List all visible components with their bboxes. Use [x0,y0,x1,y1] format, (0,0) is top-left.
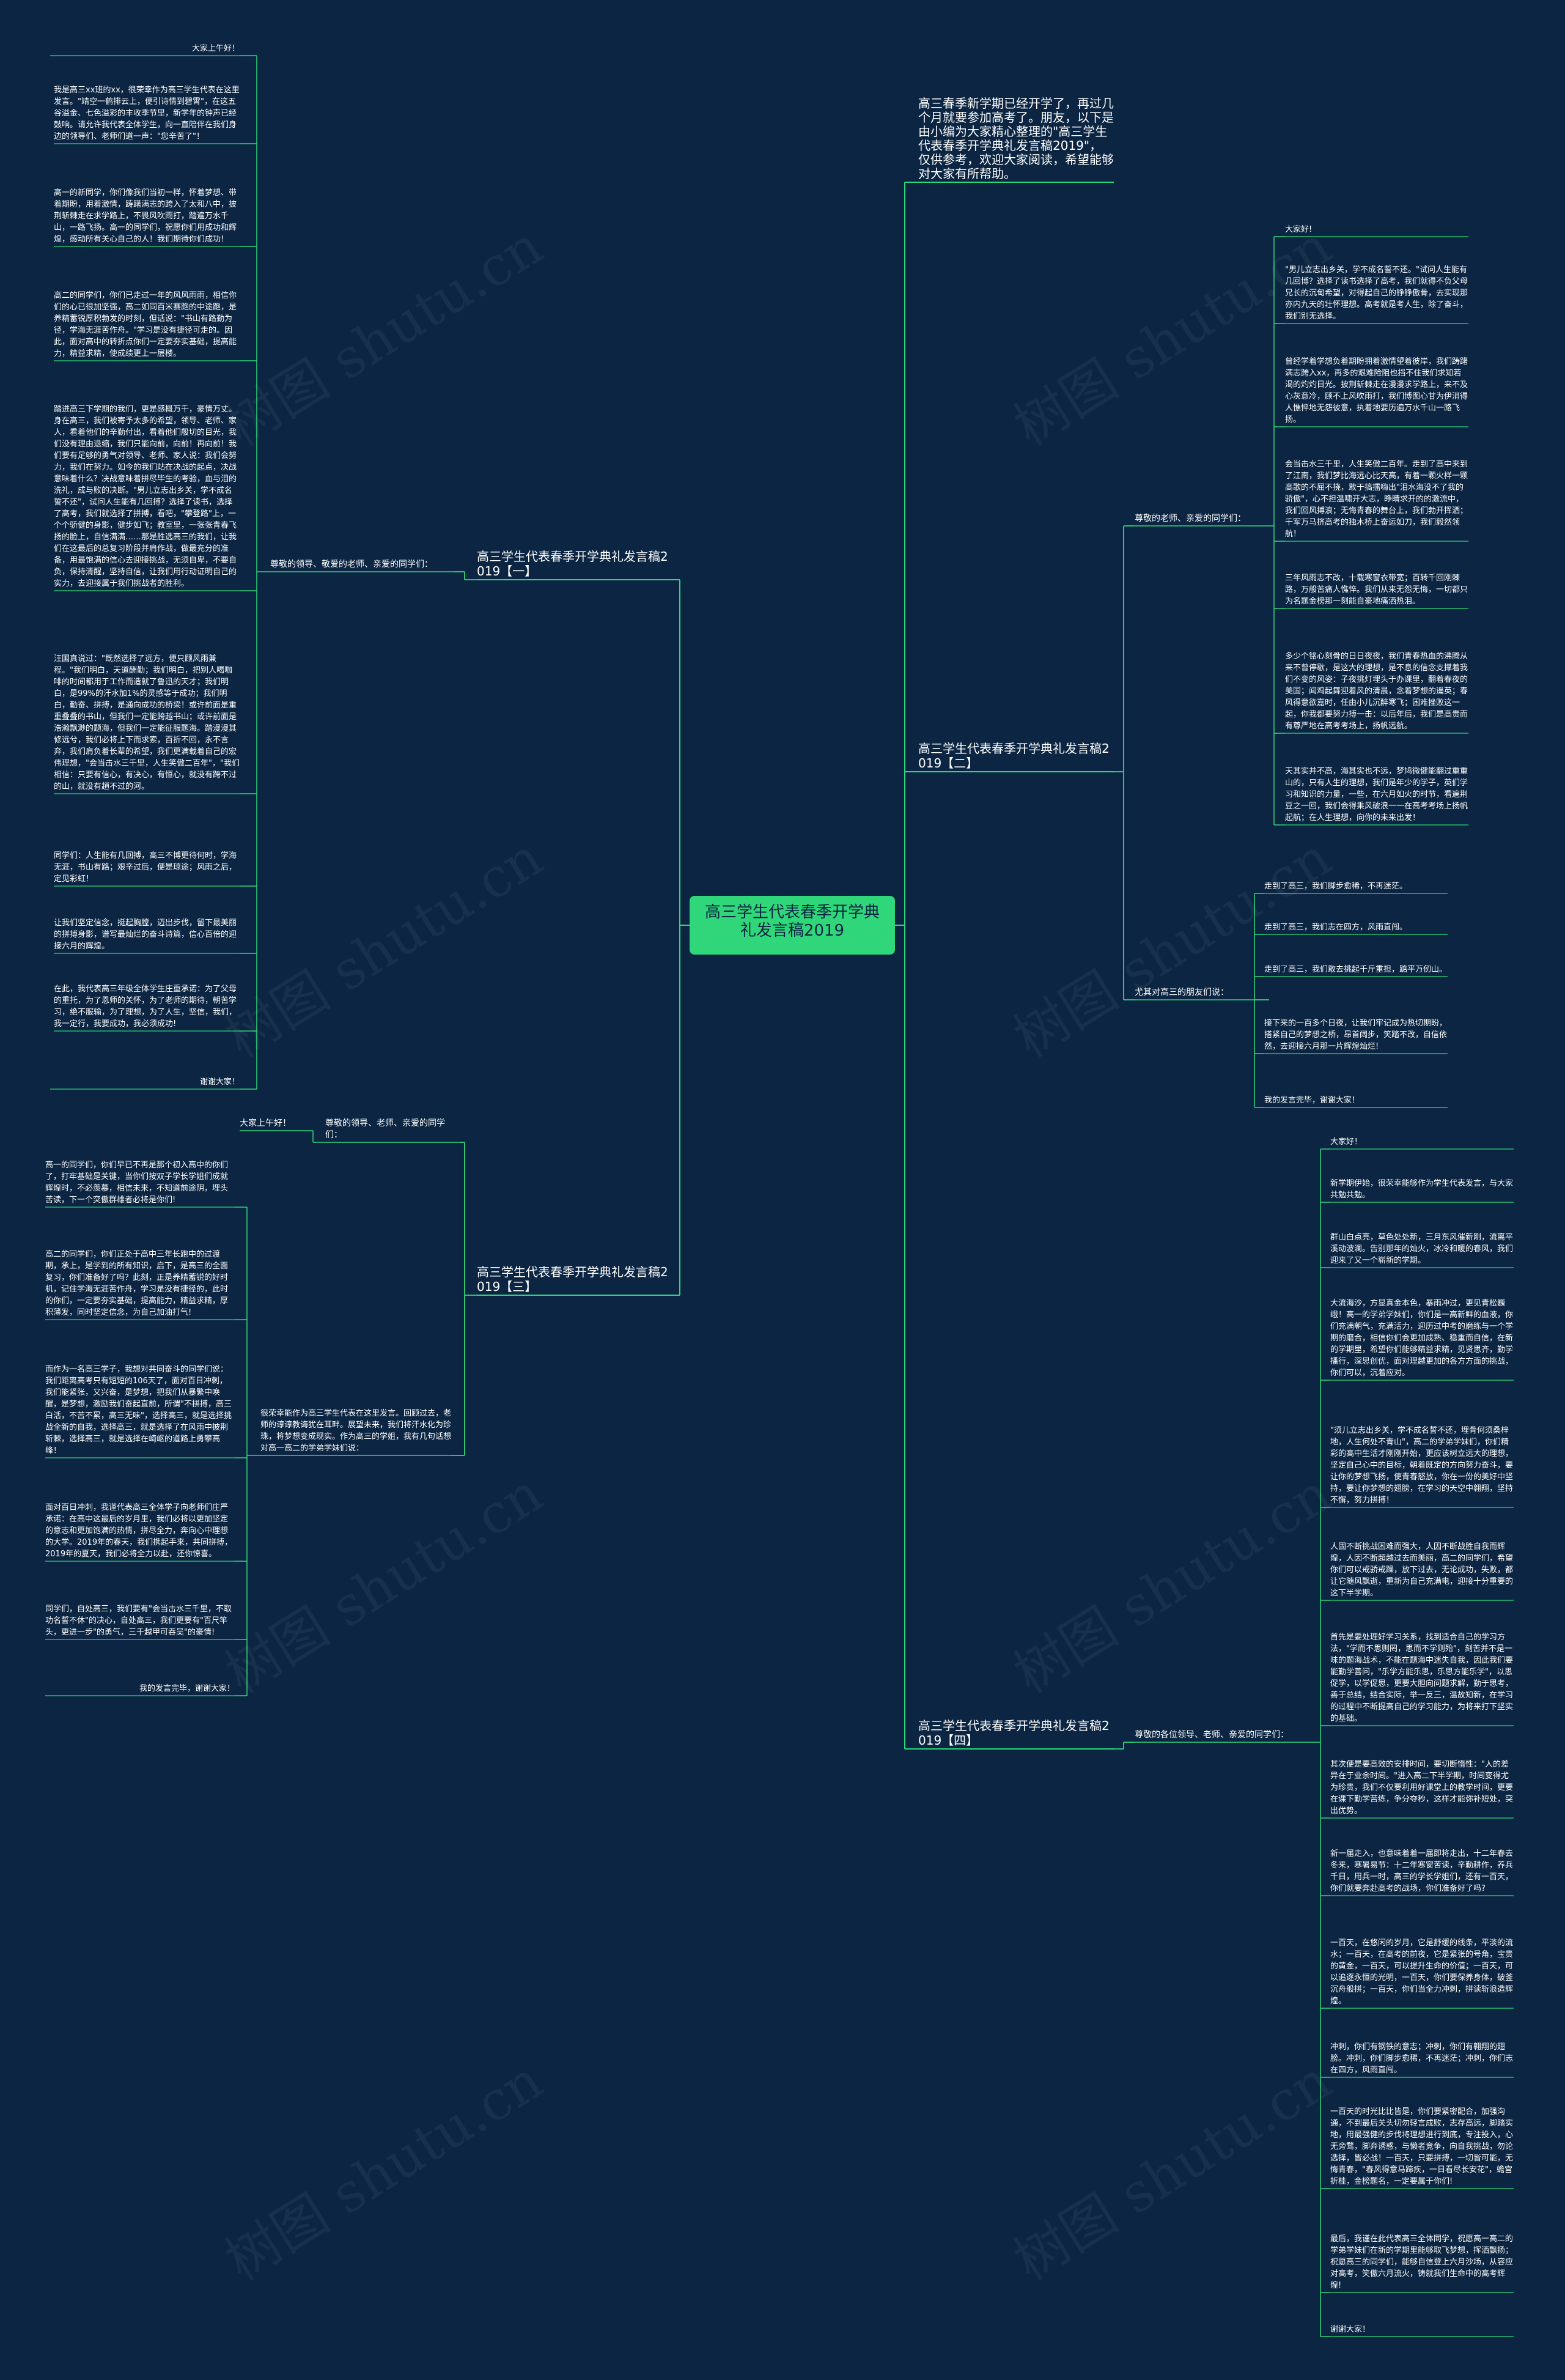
branch-4-paragraph[interactable]: 大流海沙，方显真金本色，暴雨冲过，更见青松巍峨！高一的学弟学妹们，你们是一高新鲜… [1330,1299,1514,1378]
branch-4-paragraph[interactable]: 人固不断挑战困难而强大，人因不断战胜自我而辉煌，人因不断超越过去而美丽，高二的同… [1330,1542,1514,1598]
branch-1-paragraph[interactable]: 汪国真说过："既然选择了远方，便只顾风雨兼程。"我们明白，天道酬勤；我们明白，把… [54,654,240,791]
branch-2-paragraph[interactable]: 曾经学着学想负着期盼拥着激情望着彼岸，我们踌躇满志跨入xx，再多的艰难险阻也挡不… [1285,357,1468,424]
branch-2-paragraph[interactable]: 会当击水三千里，人生笑傲二百年。走到了高中来到了江南，我们梦比海远心比天高，有着… [1285,460,1468,539]
branch-1-paragraph[interactable]: 大家上午好！ [191,44,240,53]
branch-2-sub-paragraph[interactable]: 走到了高三，我们脚步愈稀，不再迷茫。 [1264,882,1408,891]
branch-3-paragraph[interactable]: 高二的同学们，你们正处于高中三年长跑中的过渡期，承上，是学到的所有知识，启下，是… [45,1250,229,1317]
branch-4-paragraph[interactable]: 其次便是要高效的安排时间，要切断惰性："人的差异在于业余时间。"进入高二下半学期… [1330,1760,1514,1816]
branch-2-paragraph[interactable]: "男儿立志出乡关，学不成名誓不还。"试问人生能有几回博？选择了读书选择了高考，我… [1285,265,1468,321]
branch-2-salutation[interactable]: 尊敬的老师、亲爱的同学们： [1135,514,1246,523]
branch-2-paragraph[interactable]: 多少个铭心刻骨的日日夜夜，我们青春热血的沸腾从来不曾停歇，是这大的理想，是不息的… [1285,652,1468,731]
branch-1-paragraph[interactable]: 让我们坚定信念，挺起胸膛，迈出步伐，留下最美丽的拼搏身影，谱写最灿烂的奋斗诗篇，… [54,918,237,951]
branch-2-sub-paragraph[interactable]: 我的发言完毕，谢谢大家！ [1264,1096,1360,1105]
branch-2-sub-paragraph[interactable]: 走到了高三，我们志在四方，风雨直闯。 [1264,923,1408,932]
intro-text[interactable]: 高三春季新学期已经开学了，再过几个月就要参加高考了。朋友，以下是由小编为大家精心… [918,96,1114,181]
branch-4-paragraph[interactable]: 冲刺，你们有钢铁的意志；冲刺，你们有翱翔的翅膀。冲刺，你们脚步愈稀，不再迷茫；冲… [1330,2042,1514,2075]
branch-3-paragraph[interactable]: 我的发言完毕，谢谢大家！ [139,1684,235,1693]
branch-4-title[interactable]: 高三学生代表春季开学典礼发言稿2019【四】 [918,1718,1110,1748]
branch-1-paragraph[interactable]: 高二的同学们，你们已走过一年的风风雨雨，相信你们的心已很加坚强，高二如同百米赛跑… [54,291,237,358]
branch-1-paragraph[interactable]: 我是高三xx班的xx，很荣幸作为高三学生代表在这里发言。"靖空一鹤排云上，便引诗… [54,86,240,141]
branch-4-paragraph[interactable]: 群山白点亮，草色处处新，三月东风催新刚，流离平溪动波澜。告别那年的灿火，冰冷和暖… [1330,1233,1514,1265]
branch-2-paragraph[interactable]: 天其实并不高，海其实也不远，梦鸠微健能翻过重重山的，只有人生的理想，我们是年少的… [1285,767,1468,822]
branch-2-title[interactable]: 高三学生代表春季开学典礼发言稿2019【二】 [918,741,1110,771]
branch-1-paragraph[interactable]: 同学们：人生能有几回搏，高三不博更待何时，学海无涯，书山有路；艰辛过后，便是琼途… [54,851,237,884]
branch-1-paragraph[interactable]: 踏进高三下学期的我们，更是感概万千，豪情万丈。身在高三，我们被寄予太多的希望，领… [54,405,237,588]
branch-3-salutation[interactable]: 尊敬的领导、老师、亲爱的同学们： [325,1118,445,1140]
branch-4-paragraph[interactable]: 一百天的时光比比皆是，你们要紧密配合，加强沟通，不到最后关头切勿轻言成败，志存高… [1330,2107,1514,2186]
branch-2-sub-paragraph[interactable]: 走到了高三，我们敢去挑起千斤重担，踮平万仞山。 [1264,965,1448,974]
branch-4-paragraph[interactable]: 最后，我谨在此代表高三全体同学，祝愿高一高二的学弟学妹们在新的学期里能够取飞梦想… [1330,2234,1514,2290]
branch-4-paragraph[interactable]: 大家好！ [1330,1137,1363,1147]
branch-1-paragraph[interactable]: 高一的新同学，你们像我们当初一样，怀着梦想、带着期盼，用着激情，踌躇满志的跨入了… [54,188,237,244]
branch-3-title[interactable]: 高三学生代表春季开学典礼发言稿2019【三】 [477,1265,668,1294]
branch-4-paragraph[interactable]: 一百天，在悠闲的岁月，它是舒缓的线条，平淡的流水；一百天，在高考的前夜，它是紧张… [1330,1938,1514,2006]
branch-4-paragraph[interactable]: 新学期伊始，很荣幸能够作为学生代表发言，与大家共勉共勉。 [1330,1179,1514,1200]
branch-2-sub-paragraph[interactable]: 接下来的一百多个日夜，让我们牢记成为热切期盼，搭紧自己的梦想之桥，昂首阔步，笑踏… [1264,1019,1448,1051]
branch-4-paragraph[interactable]: 谢谢大家！ [1330,2325,1371,2334]
branch-3-paragraph[interactable]: 面对百日冲刺，我谨代表高三全体学子向老师们庄严承诺：在高中这最后的岁月里，我们必… [45,1503,233,1559]
branch-3-greeting[interactable]: 大家上午好！ [240,1118,291,1128]
branch-4-paragraph[interactable]: "须儿立志出乡关，学不成名誓不还，埋骨何须桑梓地，人生何处不青山"，高二的学弟学… [1330,1426,1514,1505]
branch-2-paragraph[interactable]: 三年风雨志不改，十载寒窗衣带宽；百转千回刚棘路，万般苦痛人憔悴。我们从来无怨无悔… [1285,574,1468,606]
branch-2-sub-salutation[interactable]: 尤其对高三的朋友们说： [1135,988,1229,997]
branch-4-salutation[interactable]: 尊敬的各位领导、老师、亲爱的同学们： [1135,1730,1289,1740]
branch-2-paragraph[interactable]: 大家好! [1285,225,1313,234]
branch-3-paragraph[interactable]: 而作为一名高三学子，我想对共同奋斗的同学们说：我们距离高考只有短短的106天了，… [45,1365,232,1455]
branch-3-paragraph[interactable]: 高一的同学们，你们早已不再是那个初入高中的你们了，打牢基础是关键，当你们按双子学… [45,1161,229,1205]
branch-1-paragraph[interactable]: 在此，我代表高三年级全体学生庄重承诺：为了父母的重托，为了恩师的关怀，为了老师的… [54,985,237,1029]
branch-3-paragraph[interactable]: 同学们，自处高三，我们要有"会当击水三千里，不取功名誓不休"的决心，自处高三，我… [45,1605,232,1637]
branch-4-paragraph[interactable]: 新一届走入，也意味着着一届即将走出，十二年春去冬来，寒暑易节：十二年寒窗苦读，辛… [1330,1849,1514,1893]
branch-3-sub-salutation[interactable]: 很荣幸能作为高三学生代表在这里发言。回顾过去，老师的谆谆教诲犹在耳畔。展望未来，… [260,1409,452,1453]
root-topic[interactable]: 高三学生代表春季开学典礼发言稿2019 [690,896,895,955]
branch-1-salutation[interactable]: 尊敬的领导、敬爱的老师、亲爱的同学们： [270,560,433,569]
branch-4-paragraph[interactable]: 首先是要处理好学习关系，找到适合自己的学习方法，"学而不思则罔，思而不学则殆"，… [1330,1633,1514,1723]
branch-1-title[interactable]: 高三学生代表春季开学典礼发言稿2019【一】 [477,549,668,578]
branch-1-paragraph[interactable]: 谢谢大家！ [199,1077,240,1087]
